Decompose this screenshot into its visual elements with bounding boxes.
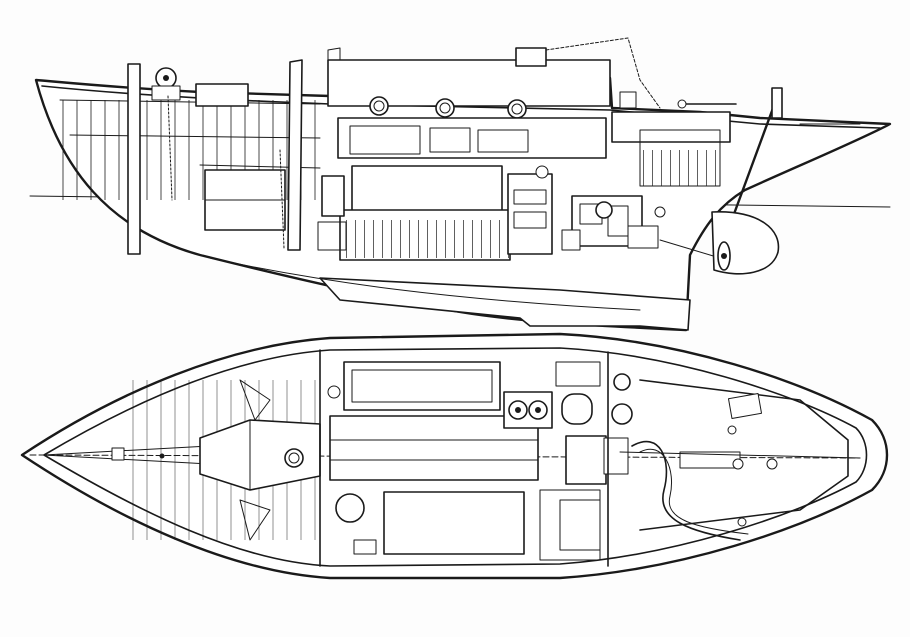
tiller: [732, 98, 778, 216]
plan-inner-edge: [43, 347, 868, 567]
deck-fitting-icon: [766, 458, 778, 470]
main-mast: [287, 59, 303, 251]
aft-cabin-top: [611, 111, 731, 143]
anchor-chain: [167, 95, 173, 201]
cabin-trunk: [327, 59, 611, 107]
propeller-icon: [717, 241, 731, 271]
cabin-lockers: [337, 117, 607, 159]
deck-fitting-icon: [732, 458, 744, 470]
exhaust-hose: [631, 440, 741, 541]
boom-gallows: [545, 37, 661, 109]
mast-step: [321, 175, 345, 217]
port-settee: [343, 361, 501, 411]
kettle-icon: [535, 165, 549, 179]
prop-shaft: [659, 239, 721, 259]
bow-fitting: [111, 447, 125, 461]
galley-stove: [507, 173, 553, 255]
starboard-settee: [383, 491, 525, 555]
forward-hatch: [195, 83, 249, 107]
plan-view: [20, 332, 889, 580]
hatch-ring-icon: [284, 448, 304, 468]
engine: [561, 195, 666, 251]
portholes: [369, 96, 527, 119]
pump-icon: [353, 539, 377, 555]
profile-view: [29, 37, 892, 332]
profile-keel-line: [209, 257, 641, 311]
sink-icon: [327, 385, 341, 399]
tank-icon: [611, 403, 633, 425]
tank-icon: [613, 373, 631, 391]
dorade-vent: [515, 47, 547, 67]
galley-sink-icon: [561, 393, 593, 425]
samson-post: [127, 63, 141, 255]
sail-bag: [239, 379, 271, 421]
engine-box: [565, 435, 607, 485]
aft-hatch: [727, 393, 763, 419]
toilet-icon: [335, 493, 365, 523]
galley-burners: [503, 391, 553, 429]
sail-bag: [239, 499, 271, 541]
